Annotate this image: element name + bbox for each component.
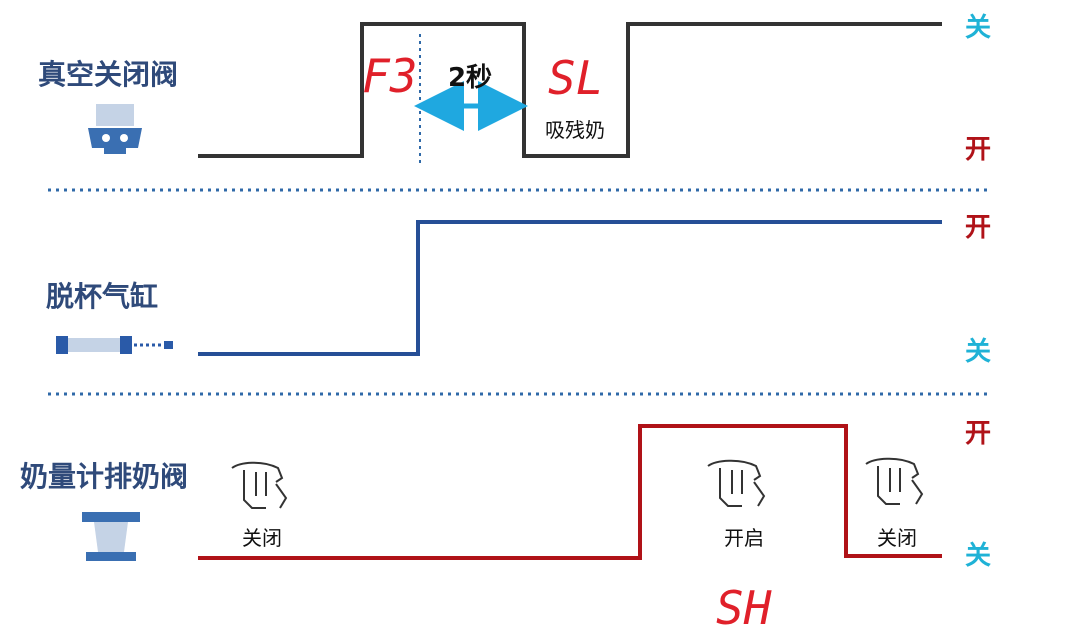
valve-state-icon (707, 459, 766, 507)
cup-remover-title: 脱杯气缸 (46, 280, 158, 313)
drain-valve-title: 奶量计排奶阀 (20, 460, 188, 493)
interval-label: 2秒 (448, 63, 492, 93)
valve-state-icon (865, 457, 924, 505)
valve-state-icon (231, 461, 288, 509)
vacuum-state-top: 关 (965, 13, 991, 43)
valve-icon (88, 104, 142, 154)
residual-milk-label: 吸残奶 (545, 118, 605, 142)
code-sh: SH (716, 581, 772, 635)
drain-state-bottom: 关 (965, 541, 991, 571)
drain-note-middle: 开启 (724, 526, 764, 550)
cup-remover-signal-line (198, 220, 942, 356)
vacuum-valve-title: 真空关闭阀 (38, 58, 178, 91)
drain-valve-icon (82, 512, 140, 561)
cylinder-icon (56, 336, 173, 354)
code-sl: SL (548, 51, 603, 105)
drain-note-right: 关闭 (877, 526, 917, 550)
drain-note-left: 关闭 (242, 526, 282, 550)
cup-remover-state-bottom: 关 (965, 337, 991, 367)
cup-remover-state-top: 开 (965, 213, 991, 243)
drain-valve-signal-line (198, 424, 942, 560)
code-f3: F3 (362, 49, 417, 103)
vacuum-state-bottom: 开 (965, 135, 991, 165)
drain-state-top: 开 (965, 419, 991, 449)
